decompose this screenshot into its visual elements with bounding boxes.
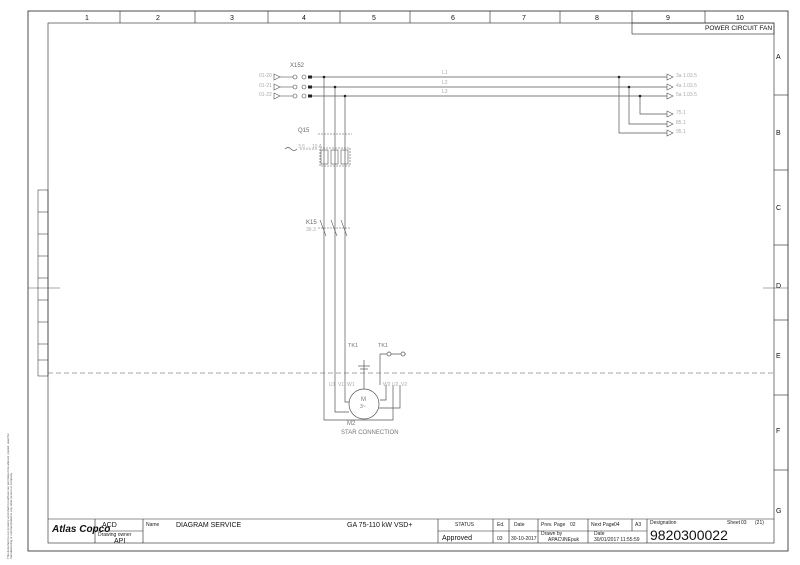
tb-drawnby: APAC\INEpuk	[548, 537, 580, 543]
col-label-8: 8	[595, 15, 599, 22]
tb-prev: 02	[570, 522, 576, 528]
input-arrows	[273, 73, 293, 100]
tb-name-label: Name	[146, 522, 160, 528]
output-label-5: 85.1	[676, 120, 686, 126]
column-ticks	[119, 11, 706, 23]
tb-date: 30-10-2017	[511, 536, 537, 542]
tb-date2-label: Date	[594, 531, 605, 537]
output-label-2: 4a 1.03.5	[676, 83, 697, 89]
breaker-setting: 3.6 ... 10 A	[298, 144, 322, 150]
line-label-l2: L2	[442, 80, 448, 86]
thermistor-label-1: TK1	[348, 343, 359, 349]
tb-date2: 30/01/2017 11:55:59	[594, 537, 640, 543]
row-label-c: C	[776, 205, 782, 212]
tb-ed-label: Ed.	[497, 522, 505, 528]
tb-code: ACD	[102, 522, 117, 529]
line-label-l3: L3	[442, 89, 448, 95]
motor-term-v2: V2	[401, 382, 408, 388]
tb-sheet: 03	[741, 520, 747, 526]
motor-term-w2: W2	[383, 382, 391, 388]
col-label-1: 1	[85, 15, 89, 22]
motor-term-w1: W1	[347, 382, 355, 388]
col-label-6: 6	[451, 15, 455, 22]
tb-next-label: Next Page	[591, 522, 615, 528]
header-box	[631, 22, 775, 35]
row-label-a: A	[776, 54, 781, 61]
tb-owner: API	[114, 538, 126, 545]
junction-dots	[322, 75, 642, 98]
tb-product: GA 75-110 kW VSD+	[347, 522, 413, 529]
breaker-q15	[284, 133, 352, 167]
output-label-1: 3a 1.03.5	[676, 73, 697, 79]
input-label-3: 01-22	[259, 92, 272, 98]
tb-name: DIAGRAM SERVICE	[176, 522, 242, 529]
input-label-2: 01-21	[259, 83, 272, 89]
tb-status-label: STATUS	[455, 522, 474, 528]
col-label-5: 5	[372, 15, 376, 22]
tb-designation: 9820300022	[650, 527, 728, 543]
row-label-g: G	[776, 508, 782, 515]
inner-border	[47, 22, 775, 544]
motor-name: M2	[347, 421, 356, 427]
tb-owner-label: Drawing owner	[98, 532, 132, 538]
col-label-3: 3	[230, 15, 234, 22]
line-label-l1: L1	[442, 70, 448, 76]
terminal-plugs	[308, 75, 312, 98]
power-lines	[310, 76, 667, 415]
motor-phases: 3~	[360, 404, 366, 410]
tb-prev-label: Prev. Page	[541, 522, 566, 528]
output-label-6: 95.1	[676, 129, 686, 135]
tb-ed: 03	[497, 536, 503, 542]
row-label-d: D	[776, 283, 782, 290]
header-title: POWER CIRCUIT FAN	[705, 25, 773, 32]
motor-symbol: M	[361, 397, 366, 403]
output-label-4: 75.1	[676, 110, 686, 116]
col-label-4: 4	[302, 15, 306, 22]
terminal-name: X152	[290, 63, 305, 69]
tb-next: 04	[614, 522, 620, 528]
row-ticks	[774, 94, 788, 471]
tb-status: Approved	[442, 535, 472, 542]
tb-designation-label: Designation	[650, 520, 677, 526]
contactor-ref: 36.3	[306, 227, 316, 233]
terminal-block	[292, 74, 307, 99]
left-ruler	[37, 189, 49, 377]
tb-sheet-total: (21)	[755, 520, 764, 526]
row-label-b: B	[776, 130, 781, 137]
tb-sheet-label: Sheet	[727, 520, 741, 526]
output-label-3: 5a 1.03.5	[676, 92, 697, 98]
motor-term-v1: V1	[338, 382, 345, 388]
tb-date-label: Date	[514, 522, 525, 528]
title-block-grid	[48, 518, 774, 543]
col-label-7: 7	[522, 15, 526, 22]
breaker-name: Q15	[298, 128, 310, 134]
tb-format: A3	[635, 522, 642, 528]
row-label-e: E	[776, 353, 781, 360]
motor-term-u1: U1	[329, 382, 336, 388]
col-label-9: 9	[666, 15, 670, 22]
motor-m2	[323, 351, 406, 421]
input-label-1: 01-20	[259, 73, 272, 79]
contactor-k15	[318, 219, 350, 237]
col-label-10: 10	[736, 15, 744, 22]
side-notice: This document is our property and shall …	[6, 433, 13, 559]
outer-border	[27, 10, 789, 552]
col-label-2: 2	[156, 15, 160, 22]
thermistor-label-2: TK1	[378, 343, 389, 349]
motor-term-u2: U2	[392, 382, 399, 388]
output-arrows	[666, 73, 674, 137]
company-logo: Atlas Copco	[52, 524, 111, 535]
tb-drawnby-label: Drawn by	[541, 531, 563, 537]
row-label-f: F	[776, 428, 781, 435]
motor-note: STAR CONNECTION	[341, 430, 399, 436]
contactor-name: K15	[306, 220, 317, 226]
